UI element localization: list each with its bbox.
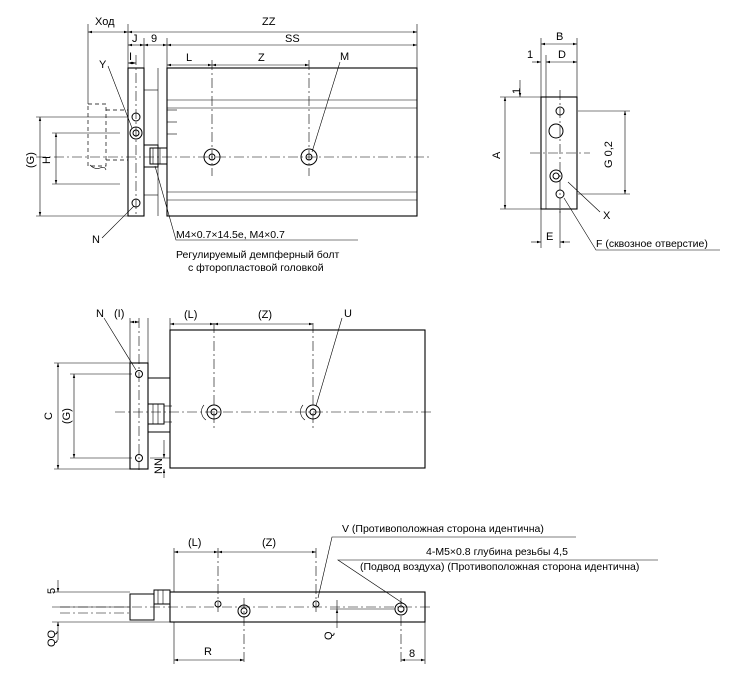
label-b: B <box>556 31 563 43</box>
mid-label-c: C <box>43 412 55 420</box>
note-v: V (Противоположная сторона идентична) <box>342 523 544 535</box>
middle-view: N (I) (L) (Z) U C (G) NN <box>43 308 432 478</box>
label-ss: SS <box>285 33 300 45</box>
mid-label-nn: NN <box>153 458 165 474</box>
mid-label-i: (I) <box>114 308 124 320</box>
mid-label-u: U <box>344 308 352 320</box>
label-f-note: F (сквозное отверстие) <box>596 238 708 250</box>
bot-label-8: 8 <box>409 648 415 660</box>
mid-label-g: (G) <box>61 408 73 424</box>
bot-label-qq: QQ <box>46 629 58 647</box>
bot-label-q: Q <box>323 631 335 640</box>
note-supply: (Подвод воздуха) (Противоположная сторон… <box>360 561 639 573</box>
label-e: E <box>546 231 553 243</box>
label-zz: ZZ <box>262 16 276 28</box>
label-g02: G 0,2 <box>603 141 615 168</box>
label-a: A <box>491 151 503 159</box>
mid-cylinder-body <box>169 329 426 469</box>
label-1-vertical: 1 <box>511 88 523 94</box>
label-j: J <box>132 33 138 45</box>
side-hole-x <box>549 169 563 183</box>
label-m: M <box>340 51 349 63</box>
label-9: 9 <box>151 33 157 45</box>
label-d: D <box>558 49 566 61</box>
label-1: 1 <box>527 49 533 61</box>
label-z: Z <box>258 52 265 64</box>
label-l: L <box>186 52 192 64</box>
bot-label-l: (L) <box>188 537 201 549</box>
mid-label-n: N <box>96 308 104 320</box>
bottom-view: (L) (Z) 5 QQ Q R 8 V (Противоположная ст… <box>46 523 658 664</box>
bolt-note-line3: с фторопластовой головкой <box>188 262 324 274</box>
mid-label-z: (Z) <box>258 309 272 321</box>
top-view: Ход ZZ J 9 SS I L Z M Y N (G) H M4×0.7×1… <box>25 16 430 274</box>
label-y: Y <box>99 59 107 71</box>
label-g-paren: (G) <box>25 152 37 168</box>
bolt-note-line1: M4×0.7×14.5e, M4×0.7 <box>176 229 285 241</box>
label-h: H <box>41 156 53 164</box>
label-stroke: Ход <box>95 16 115 28</box>
mid-label-l: (L) <box>184 309 197 321</box>
label-i: I <box>129 51 132 63</box>
side-view: B 1 D 1 A G 0,2 X E F (сквозное отверсти… <box>491 31 720 251</box>
label-n: N <box>92 234 100 246</box>
bot-label-r: R <box>204 646 212 658</box>
bolt-note-line2: Регулируемый демпферный болт <box>176 249 340 261</box>
label-x: X <box>603 210 611 222</box>
note-port: 4-M5×0.8 глубина резьбы 4,5 <box>426 546 568 558</box>
bot-label-z: (Z) <box>262 537 276 549</box>
bot-label-5: 5 <box>46 588 58 594</box>
top-cylinder-body <box>166 67 418 217</box>
